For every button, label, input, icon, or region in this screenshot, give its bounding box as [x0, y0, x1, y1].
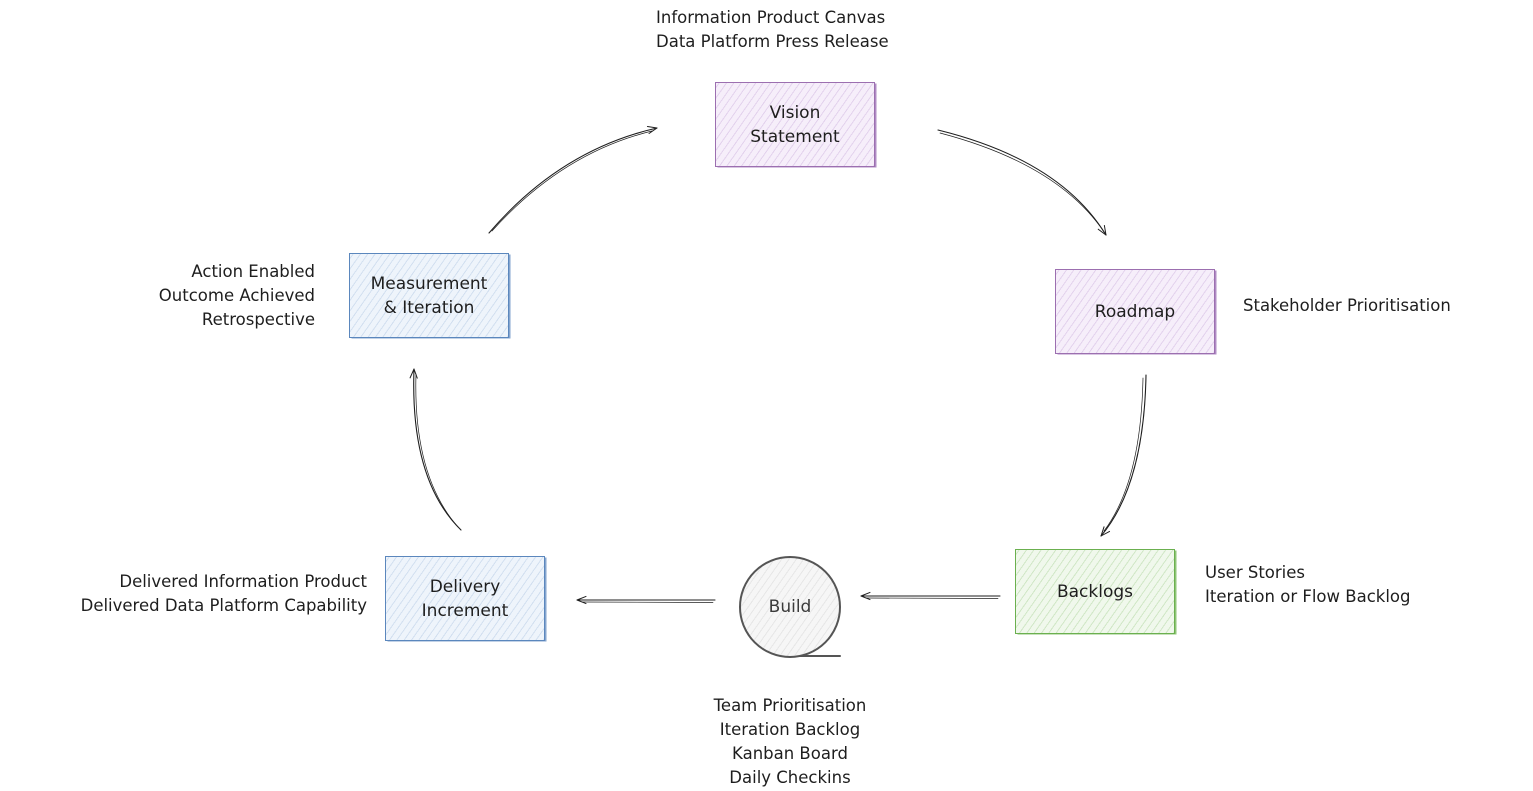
- build-label: Build: [768, 597, 812, 617]
- measurement-iteration-line-2: & Iteration: [383, 297, 475, 318]
- measurement-annotation: Action Enabled Outcome Achieved Retrospe…: [115, 260, 315, 332]
- arrow-backlogs-to-build: [860, 591, 1001, 601]
- build-annotation-line: Kanban Board: [732, 744, 848, 763]
- backlogs-annotation: User Stories Iteration or Flow Backlog: [1205, 561, 1410, 609]
- roadmap-node[interactable]: Roadmap: [1055, 269, 1215, 354]
- vision-statement-line-2: Statement: [750, 126, 840, 147]
- backlogs-annotation-line: User Stories: [1205, 563, 1306, 582]
- measurement-annotation-line: Retrospective: [201, 310, 315, 329]
- build-annotation-line: Daily Checkins: [729, 768, 851, 787]
- roadmap-annotation-line: Stakeholder Prioritisation: [1243, 296, 1451, 315]
- delivery-increment-node[interactable]: Delivery Increment: [385, 556, 545, 641]
- delivery-annotation: Delivered Information Product Delivered …: [30, 570, 367, 618]
- arrow-vision-to-roadmap: [937, 129, 1107, 236]
- delivery-increment-line-2: Increment: [421, 600, 509, 621]
- measurement-iteration-line-1: Measurement: [370, 273, 488, 294]
- delivery-increment-line-1: Delivery: [429, 576, 501, 597]
- backlogs-annotation-line: Iteration or Flow Backlog: [1205, 587, 1411, 606]
- vision-annotation-line: Data Platform Press Release: [656, 32, 889, 51]
- backlogs-label: Backlogs: [1056, 581, 1134, 602]
- backlogs-node[interactable]: Backlogs: [1015, 549, 1175, 634]
- measurement-iteration-node[interactable]: Measurement & Iteration: [349, 253, 509, 338]
- roadmap-annotation: Stakeholder Prioritisation: [1243, 294, 1451, 318]
- build-annotation-line: Team Prioritisation: [713, 696, 867, 715]
- arrow-measurement-to-vision: [488, 125, 658, 234]
- delivery-annotation-line: Delivered Information Product: [119, 572, 367, 591]
- measurement-annotation-line: Action Enabled: [191, 262, 315, 281]
- build-annotation: Team Prioritisation Iteration Backlog Ka…: [680, 694, 900, 790]
- arrow-roadmap-to-backlogs: [1100, 374, 1147, 537]
- build-annotation-line: Iteration Backlog: [719, 720, 861, 739]
- arrow-delivery-to-measurement: [409, 368, 462, 531]
- build-node[interactable]: Build: [739, 556, 841, 658]
- measurement-annotation-line: Outcome Achieved: [158, 286, 315, 305]
- roadmap-label: Roadmap: [1094, 301, 1176, 322]
- vision-statement-node[interactable]: Vision Statement: [715, 82, 875, 167]
- vision-annotation: Information Product Canvas Data Platform…: [656, 6, 889, 54]
- delivery-annotation-line: Delivered Data Platform Capability: [80, 596, 367, 615]
- vision-statement-line-1: Vision: [769, 102, 821, 123]
- vision-annotation-line: Information Product Canvas: [656, 8, 886, 27]
- arrow-build-to-delivery: [576, 595, 716, 605]
